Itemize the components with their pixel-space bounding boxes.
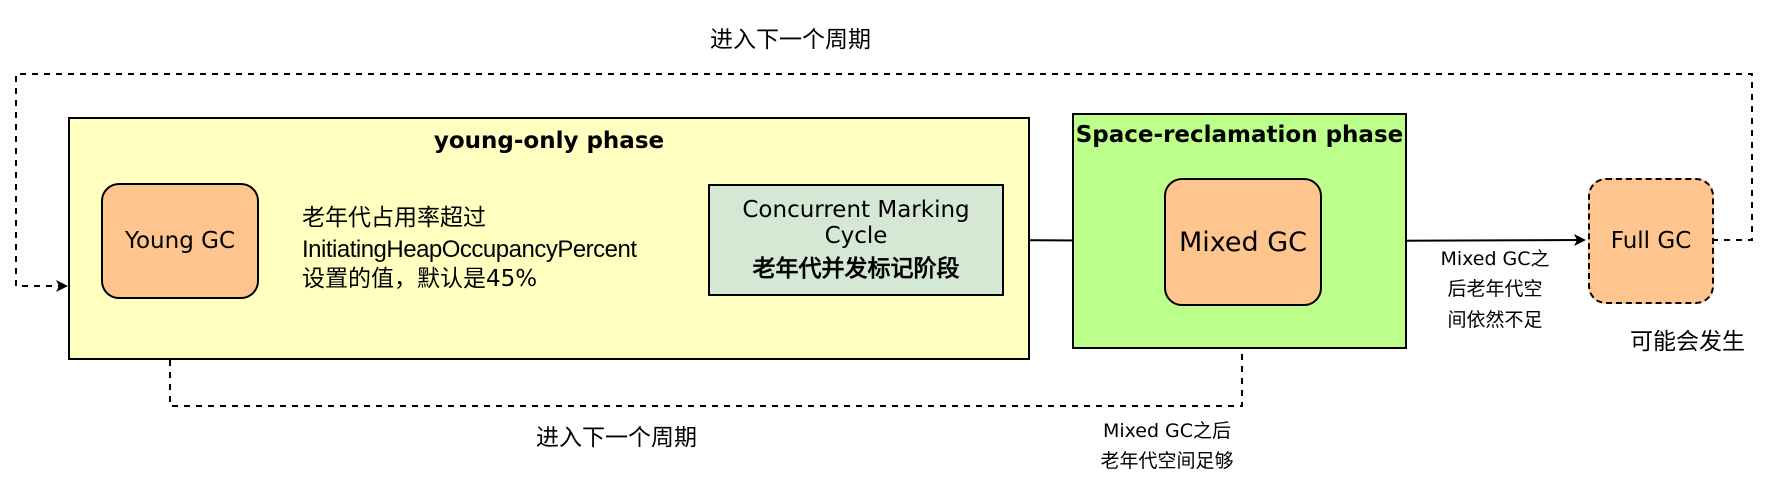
young-to-marking-line-1: 老年代占用率超过 xyxy=(302,205,486,231)
young-gc-label: Young GC xyxy=(124,228,235,254)
mixed-to-young-line-2: 老年代空间足够 xyxy=(1100,450,1234,473)
mixed-gc-label: Mixed GC xyxy=(1178,226,1308,258)
concurrent-marking-node[interactable]: Concurrent Marking Cycle 老年代并发标记阶段 xyxy=(708,184,1004,296)
mixed-gc-node[interactable]: Mixed GC xyxy=(1164,178,1322,306)
mixed-to-young-line-1: Mixed GC之后 xyxy=(1102,420,1232,442)
concurrent-marking-label-cn: 老年代并发标记阶段 xyxy=(752,256,960,282)
mixed-to-full-line-2: 后老年代空 xyxy=(1447,278,1543,301)
young-to-marking-label: 老年代占用率超过 InitiatingHeapOccupancyPercent … xyxy=(302,204,637,295)
full-gc-label: Full GC xyxy=(1610,228,1692,254)
young-to-marking-line-3: 设置的值，默认是45% xyxy=(302,266,538,293)
space-reclamation-phase-title: Space-reclamation phase xyxy=(1075,122,1404,148)
full-gc-note: 可能会发生 xyxy=(1630,329,1745,355)
cycle-bottom-label: 进入下一个周期 xyxy=(536,425,697,451)
mixed-to-full-line-1: Mixed GC之 xyxy=(1440,248,1550,270)
edge-cycle-top xyxy=(15,73,1753,292)
edge-cycle-bottom xyxy=(164,306,1243,407)
mixed-to-full-line-3: 间依然不足 xyxy=(1447,308,1543,331)
young-to-marking-line-2: InitiatingHeapOccupancyPercent xyxy=(302,235,637,263)
mixed-to-full-label: Mixed GC之 后老年代空 间依然不足 xyxy=(1425,244,1565,335)
full-gc-node[interactable]: Full GC xyxy=(1588,178,1714,304)
young-gc-node[interactable]: Young GC xyxy=(101,183,259,299)
cycle-top-label: 进入下一个周期 xyxy=(710,27,871,53)
mixed-to-young-label: Mixed GC之后 老年代空间足够 xyxy=(1082,416,1252,477)
young-only-phase-title: young-only phase xyxy=(433,128,665,154)
concurrent-marking-label: Concurrent Marking Cycle xyxy=(742,197,970,249)
